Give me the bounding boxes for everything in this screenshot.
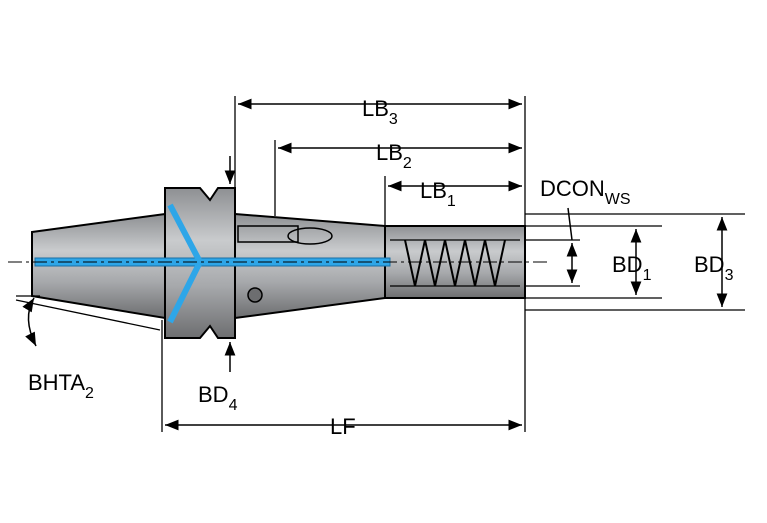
coolant-branch [167, 203, 204, 324]
extension-lines [15, 96, 745, 432]
label-dconws: DCONWS [540, 176, 631, 208]
label-bhta2: BHTA2 [28, 370, 94, 402]
label-lf: LF [330, 414, 356, 439]
label-lb1: LB1 [420, 178, 456, 210]
label-bd1: BD1 [612, 252, 652, 284]
tool-holder-body [31, 187, 526, 339]
dimension-lines [22, 98, 728, 431]
label-bd3: BD3 [694, 252, 734, 284]
label-lb2: LB2 [376, 140, 412, 172]
label-bd4: BD4 [198, 382, 238, 414]
bhta2-angle-arc-icon [22, 297, 37, 347]
label-lb3: LB3 [362, 96, 398, 128]
